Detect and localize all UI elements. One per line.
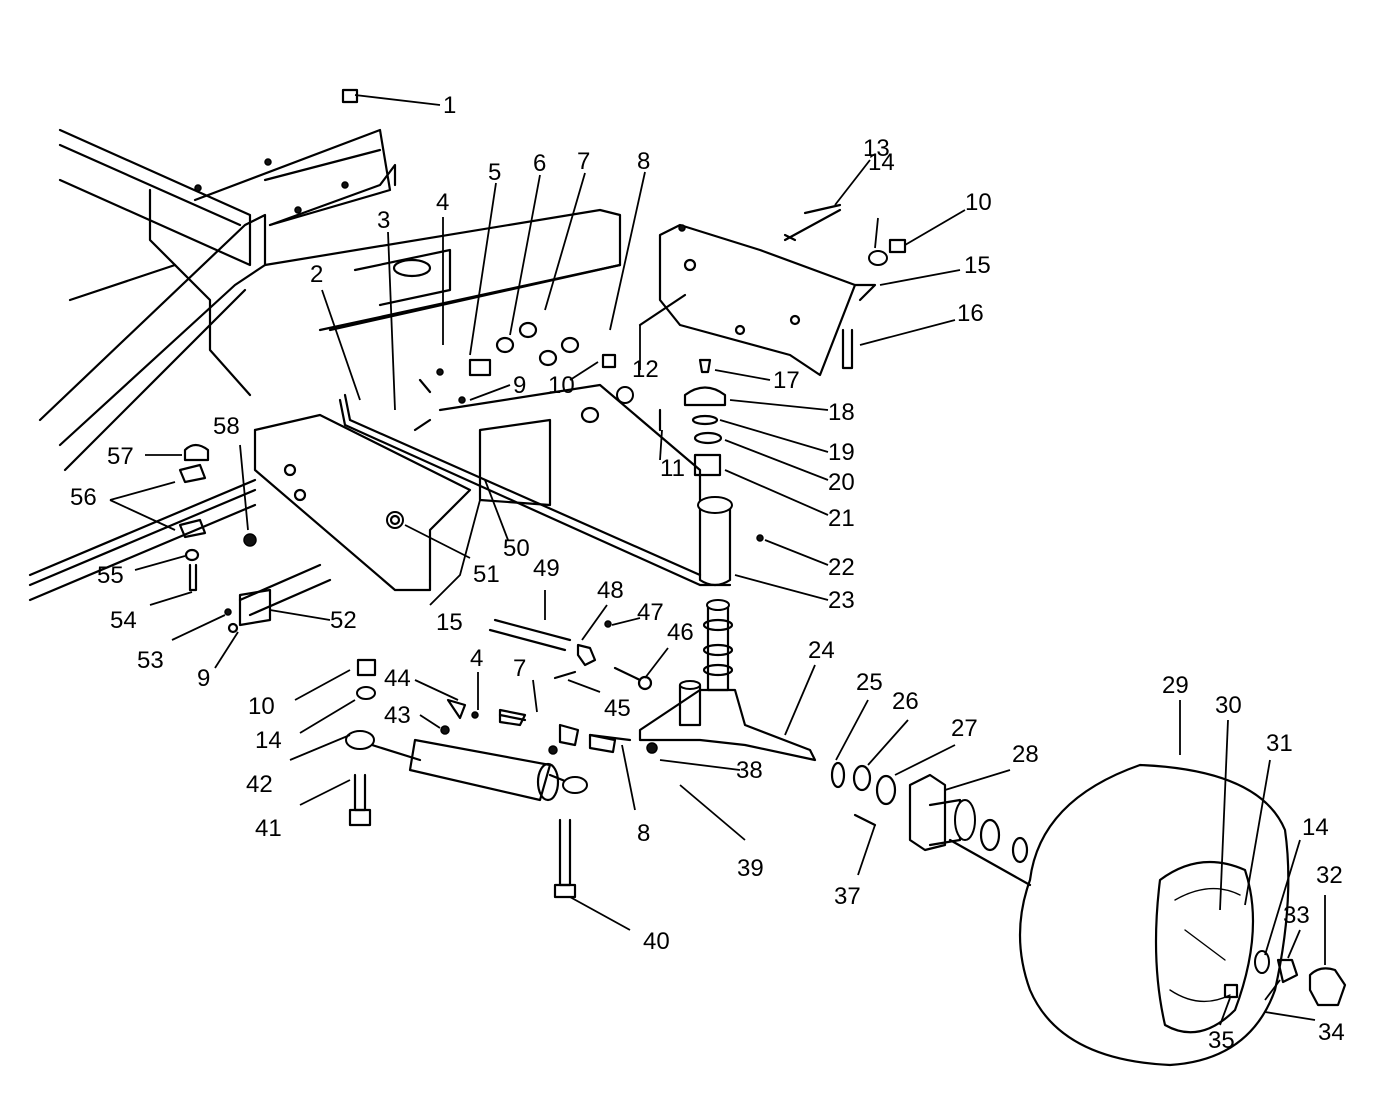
callout-7: 7 [577, 148, 590, 175]
callout-44: 44 [384, 665, 411, 692]
callout-22: 22 [828, 554, 855, 581]
callout-4: 4 [436, 189, 449, 216]
callout-12: 12 [632, 356, 659, 383]
callout-20: 20 [828, 469, 855, 496]
callout-51: 51 [473, 561, 500, 588]
callout-15: 15 [436, 609, 463, 636]
callout-29: 29 [1162, 672, 1189, 699]
callout-8: 8 [637, 148, 650, 175]
callout-13: 13 [863, 135, 890, 162]
callout-54: 54 [110, 607, 137, 634]
callout-24: 24 [808, 637, 835, 664]
callout-19: 19 [828, 439, 855, 466]
callout-10: 10 [965, 189, 992, 216]
callout-42: 42 [246, 771, 273, 798]
callout-30: 30 [1215, 692, 1242, 719]
callout-28: 28 [1012, 741, 1039, 768]
callout-14: 14 [255, 727, 282, 754]
callout-52: 52 [330, 607, 357, 634]
callout-3: 3 [377, 207, 390, 234]
callout-49: 49 [533, 555, 560, 582]
callout-34: 34 [1318, 1019, 1345, 1046]
callout-39: 39 [737, 855, 764, 882]
hardware [178, 88, 907, 754]
callout-40: 40 [643, 928, 670, 955]
callout-31: 31 [1266, 730, 1293, 757]
callout-16: 16 [957, 300, 984, 327]
callout-15: 15 [964, 252, 991, 279]
callout-14: 14 [1302, 814, 1329, 841]
wheel-assembly [830, 761, 1347, 1067]
callout-6: 6 [533, 150, 546, 177]
steering-cylinder [345, 711, 632, 899]
callout-25: 25 [856, 669, 883, 696]
callout-4: 4 [470, 645, 483, 672]
callout-38: 38 [736, 757, 763, 784]
callout-58: 58 [213, 413, 240, 440]
callout-9: 9 [513, 372, 526, 399]
callout-32: 32 [1316, 862, 1343, 889]
callout-57: 57 [107, 443, 134, 470]
callout-27: 27 [951, 715, 978, 742]
callout-5: 5 [488, 159, 501, 186]
callout-41: 41 [255, 815, 282, 842]
callout-37: 37 [834, 883, 861, 910]
callout-43: 43 [384, 702, 411, 729]
callout-7: 7 [513, 655, 526, 682]
callout-2: 2 [310, 261, 323, 288]
callout-47: 47 [637, 599, 664, 626]
callout-45: 45 [604, 695, 631, 722]
callout-14: 14 [868, 149, 895, 176]
callout-46: 46 [667, 619, 694, 646]
callout-33: 33 [1283, 902, 1310, 929]
callout-56: 56 [70, 484, 97, 511]
steering-spindle [638, 599, 817, 762]
callout-35: 35 [1208, 1027, 1235, 1054]
callout-10: 10 [248, 693, 275, 720]
front-axle-beam [253, 383, 733, 592]
callout-26: 26 [892, 688, 919, 715]
callout-18: 18 [828, 399, 855, 426]
callout-50: 50 [503, 535, 530, 562]
callout-8: 8 [637, 820, 650, 847]
callout-9: 9 [197, 665, 210, 692]
callout-labels: 1 2 3 4 5 6 7 8 9 10 12 13 14 10 15 16 1… [70, 92, 1345, 1054]
callout-48: 48 [597, 577, 624, 604]
callout-11: 11 [660, 455, 685, 482]
callout-17: 17 [773, 367, 800, 394]
callout-1: 1 [443, 92, 456, 119]
callout-55: 55 [97, 562, 124, 589]
callout-10: 10 [548, 372, 575, 399]
leader-lines [109, 94, 1326, 1026]
callout-23: 23 [828, 587, 855, 614]
frame [28, 128, 622, 602]
callout-53: 53 [137, 647, 164, 674]
callout-21: 21 [828, 505, 855, 532]
